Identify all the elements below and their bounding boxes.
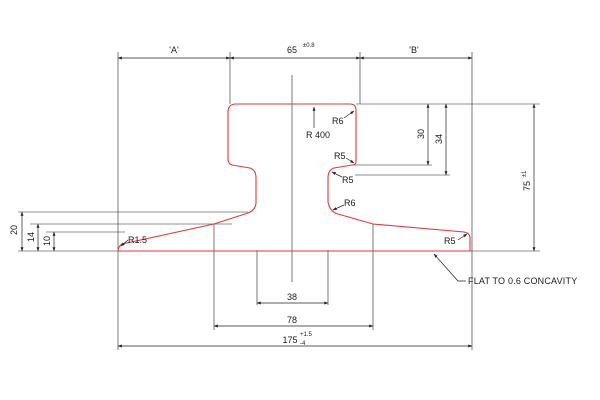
- zone-a-label: 'A': [169, 45, 179, 55]
- dimension-annotations: 'A' 65 ±0.8 'B' 30 34 75 ±1 20 14 10 38 …: [9, 43, 577, 348]
- radius-r5-web: R5: [342, 175, 354, 185]
- base-width-tolerance-lower: -4: [300, 341, 306, 347]
- dim-34-label: 34: [434, 134, 444, 144]
- head-width-label: 65: [287, 45, 297, 55]
- radius-r1-5: R1.5: [128, 235, 147, 245]
- base-width-tolerance-upper: +1.5: [300, 332, 313, 338]
- rail-profile-outline: [117, 103, 471, 252]
- leader-r5-head: [345, 157, 355, 164]
- leader-r6-web: [332, 204, 345, 211]
- extension-lines: [18, 52, 540, 350]
- dim-14-label: 14: [26, 232, 36, 242]
- radius-r5-foot: R5: [444, 236, 456, 246]
- leader-r5-web: [331, 171, 343, 178]
- web-width-label: 38: [287, 292, 297, 302]
- base-width-label: 175: [282, 335, 297, 345]
- radius-r5-head: R5: [334, 151, 346, 161]
- radius-r6-web: R6: [344, 198, 356, 208]
- height-label: 75: [522, 181, 532, 191]
- radius-r6-head: R6: [332, 116, 344, 126]
- zone-b-label: 'B': [409, 45, 419, 55]
- radius-r400: R 400: [306, 130, 330, 140]
- base-top-width-label: 78: [287, 315, 297, 325]
- leader-flat-note: [433, 253, 466, 282]
- dim-20-label: 20: [9, 225, 19, 235]
- height-tolerance: ±1: [522, 170, 528, 177]
- leader-r1-5: [120, 239, 129, 247]
- leader-r6-head: [343, 110, 355, 119]
- leader-r5-foot: [457, 233, 468, 241]
- head-width-tolerance: ±0.8: [303, 43, 315, 49]
- dim-30-label: 30: [416, 129, 426, 139]
- flat-concavity-note: FLAT TO 0.6 CONCAVITY: [468, 276, 577, 286]
- dim-10-label: 10: [42, 236, 52, 246]
